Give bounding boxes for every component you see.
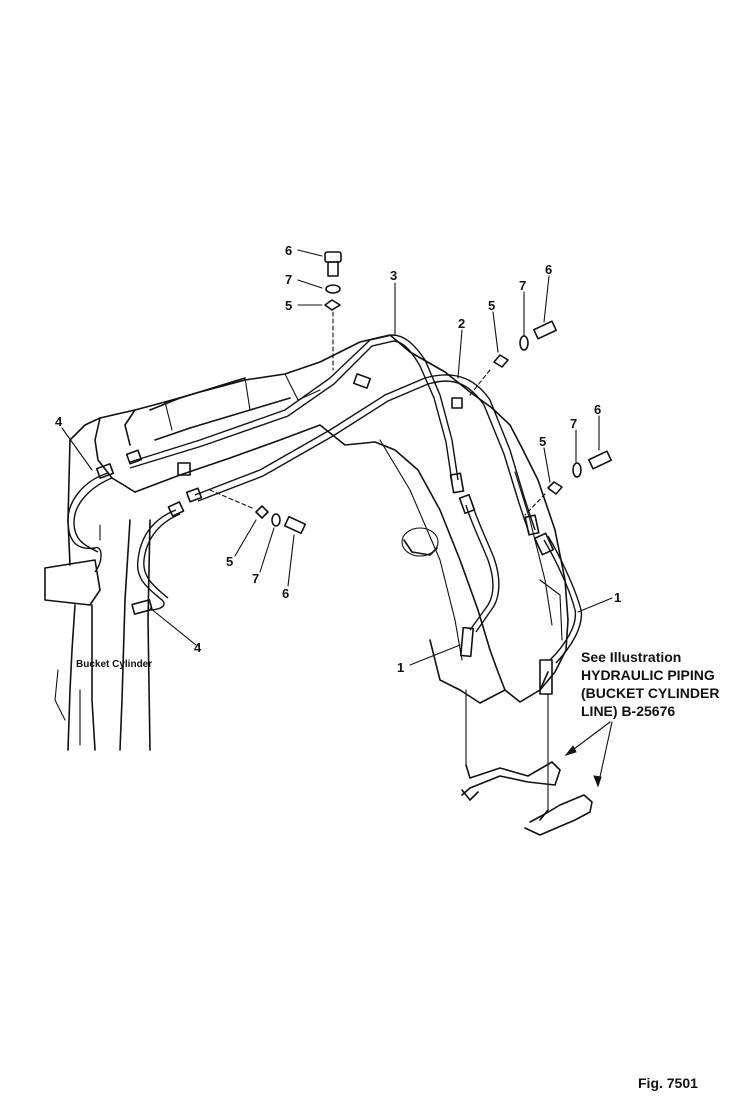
- see-illustration-note: See Illustration HYDRAULIC PIPING (BUCKE…: [581, 648, 719, 720]
- bolt: [588, 450, 612, 470]
- bucket-cylinder-label: Bucket Cylinder: [76, 659, 152, 670]
- callout-1: 1: [397, 660, 404, 675]
- washer: [271, 513, 281, 527]
- note-line-4: LINE) B-25676: [581, 703, 676, 719]
- boom-body: [94, 334, 569, 704]
- callout-7: 7: [519, 278, 526, 293]
- callout-6: 6: [545, 262, 552, 277]
- bolt-stack-right-lower: [524, 450, 612, 516]
- callout-numbers: 6 7 5 3 2 5 7 6 4 7 6 5 5 7 6 1 4 1: [55, 243, 621, 675]
- figure-number: Fig. 7501: [638, 1075, 698, 1091]
- callout-7: 7: [252, 571, 259, 586]
- bolt-shank: [327, 261, 339, 277]
- bolt-stack-top: [324, 251, 342, 371]
- callout-3: 3: [390, 268, 397, 283]
- callout-leaders: [61, 249, 613, 666]
- callout-5: 5: [488, 298, 495, 313]
- hose-part-4: [67, 463, 185, 615]
- callout-5: 5: [285, 298, 292, 313]
- callout-6: 6: [282, 586, 289, 601]
- note-leaders: [564, 721, 613, 788]
- note-line-2: HYDRAULIC PIPING: [581, 667, 715, 683]
- bucket-cylinder: [44, 417, 151, 751]
- bucket-link-sketch: [461, 689, 593, 836]
- callout-7: 7: [285, 272, 292, 287]
- note-line-3: (BUCKET CYLINDER: [581, 685, 720, 701]
- callout-5: 5: [539, 434, 546, 449]
- hose-part-1: [458, 493, 583, 695]
- callout-1: 1: [614, 590, 621, 605]
- washer: [572, 462, 582, 478]
- clamp-block: [177, 462, 191, 476]
- boom-cylinder: [149, 373, 321, 441]
- callout-6: 6: [594, 402, 601, 417]
- bolt: [283, 515, 307, 535]
- bolt-head: [324, 251, 342, 263]
- clamp: [547, 481, 563, 495]
- bolt: [533, 320, 557, 340]
- bolt-stack-right-upper: [469, 320, 557, 396]
- pipe-part-2: [194, 374, 540, 536]
- bolt-stack-center: [209, 489, 307, 535]
- pipe-fittings: [125, 373, 463, 503]
- washer: [519, 335, 529, 351]
- clamp: [493, 354, 509, 368]
- callout-6: 6: [285, 243, 292, 258]
- callout-4: 4: [194, 640, 202, 655]
- clamp: [255, 505, 269, 519]
- callout-7: 7: [570, 416, 577, 431]
- washer: [325, 284, 341, 294]
- pipe-part-3: [129, 334, 465, 494]
- callout-5: 5: [226, 554, 233, 569]
- callout-4: 4: [55, 414, 63, 429]
- note-line-1: See Illustration: [581, 649, 682, 665]
- clamp: [324, 299, 341, 311]
- callout-2: 2: [458, 316, 465, 331]
